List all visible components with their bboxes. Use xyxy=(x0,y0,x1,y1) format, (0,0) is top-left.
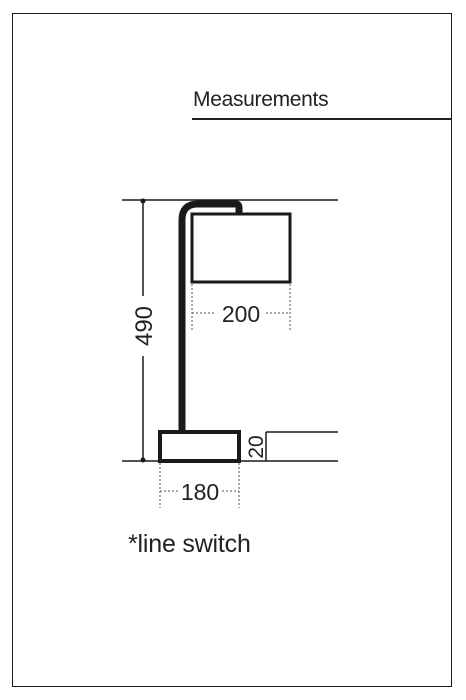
shade-width-label: 200 xyxy=(222,301,260,327)
drawing-frame xyxy=(12,13,452,687)
height-label-backdrop xyxy=(131,296,155,356)
lamp-shade xyxy=(190,212,292,284)
lamp-stem xyxy=(178,200,243,432)
line-switch-note: *line switch xyxy=(128,530,251,558)
lamp-base xyxy=(158,430,241,463)
section-heading: Measurements xyxy=(193,88,329,111)
height-label: 490 xyxy=(131,306,158,346)
heading-underline xyxy=(192,118,452,120)
height-dimension-end-top xyxy=(140,198,146,204)
base-height-label: 20 xyxy=(245,435,268,458)
base-width-label: 180 xyxy=(181,479,219,505)
height-dimension-end-bottom xyxy=(140,457,146,463)
